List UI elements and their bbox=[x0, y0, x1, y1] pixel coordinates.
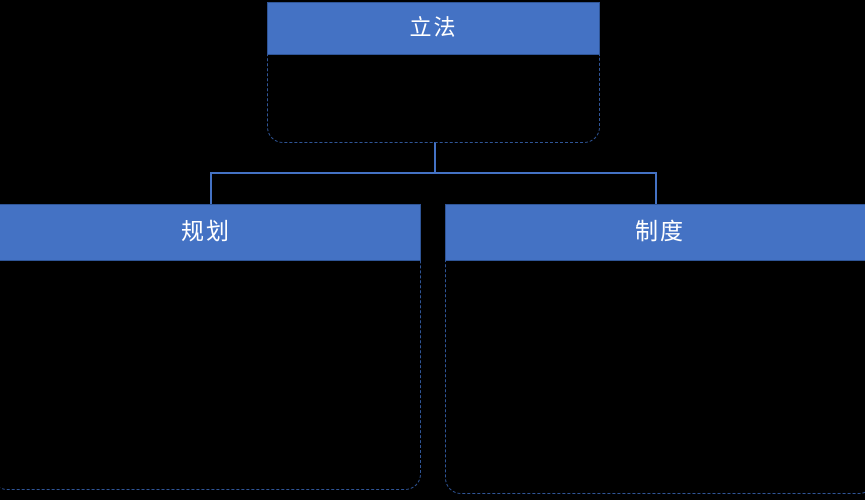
node-left-child-body[interactable] bbox=[0, 261, 421, 490]
connector-root-stem bbox=[434, 142, 436, 174]
node-left-child-header: 规划 bbox=[0, 204, 421, 261]
connector-to-left-child bbox=[210, 172, 212, 205]
node-right-child[interactable]: 制度 bbox=[445, 204, 865, 494]
node-root-body[interactable] bbox=[267, 55, 600, 143]
node-right-child-header: 制度 bbox=[445, 204, 865, 261]
connector-to-right-child bbox=[655, 172, 657, 205]
node-root-header: 立法 bbox=[267, 2, 600, 55]
connector-crossbar bbox=[210, 172, 657, 174]
node-root[interactable]: 立法 bbox=[267, 2, 600, 143]
node-right-child-body[interactable] bbox=[445, 261, 865, 494]
node-left-child[interactable]: 规划 bbox=[0, 204, 421, 490]
